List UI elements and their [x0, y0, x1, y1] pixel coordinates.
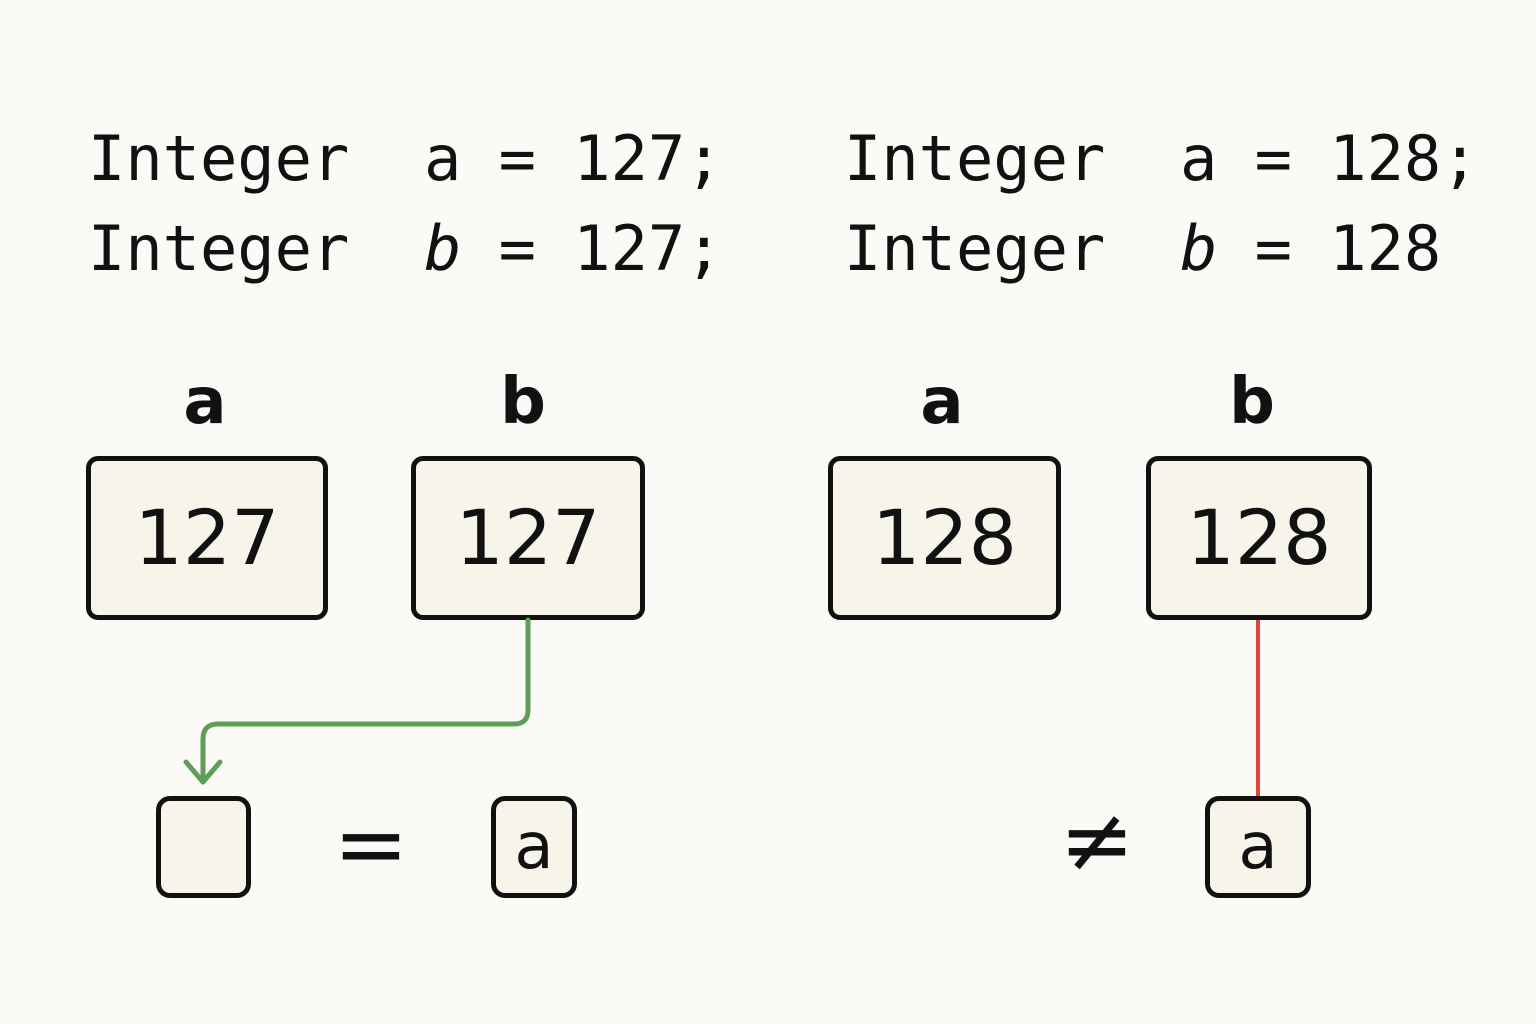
left-code-line-b-value: 127; — [573, 212, 723, 285]
left-code-line-b: Integer b = 127; — [88, 218, 723, 280]
left-code-line-a-value: 127; — [573, 122, 723, 195]
left-result-box-label: a — [514, 810, 554, 884]
right-code-line-a-value: 128; — [1329, 122, 1479, 195]
left-box-a-value: 127 — [134, 493, 280, 582]
left-equals-operator: = — [333, 792, 409, 897]
left-box-b: 127 — [411, 456, 645, 620]
right-label-a: a — [920, 365, 964, 439]
right-code-line-a: Integer a = 128; — [844, 128, 1479, 190]
left-connector-arrowhead — [183, 759, 223, 785]
right-box-b-value: 128 — [1186, 493, 1332, 582]
left-label-b: b — [500, 365, 546, 439]
right-box-a: 128 — [828, 456, 1061, 620]
right-code-line-b-op: = — [1254, 212, 1292, 285]
right-code-line-b: Integer b = 128 — [844, 218, 1441, 280]
right-label-b: b — [1229, 365, 1275, 439]
right-box-a-value: 128 — [871, 493, 1018, 582]
left-code-line-a: Integer a = 127; — [88, 128, 723, 190]
left-code-line-b-keyword: Integer — [88, 212, 350, 285]
left-result-box: a — [491, 796, 577, 898]
left-box-a: 127 — [86, 456, 328, 620]
right-code-line-a-var: a — [1179, 122, 1218, 195]
right-result-box-label: a — [1238, 810, 1278, 884]
left-connector-arrow — [200, 617, 531, 785]
right-code-line-a-op: = — [1254, 122, 1292, 195]
right-not-equals-operator: ≠ — [1059, 788, 1135, 893]
right-code-line-b-value: 128 — [1329, 212, 1442, 285]
left-label-a: a — [183, 365, 227, 439]
left-code-line-a-var: a — [423, 122, 462, 195]
left-code-line-b-var: b — [423, 212, 462, 285]
left-box-b-value: 127 — [455, 493, 601, 582]
right-code-line-b-keyword: Integer — [844, 212, 1106, 285]
right-result-box: a — [1205, 796, 1311, 898]
right-code-line-a-keyword: Integer — [844, 122, 1106, 195]
left-code-line-b-op: = — [498, 212, 536, 285]
left-empty-box — [156, 796, 251, 898]
right-code-line-b-var: b — [1179, 212, 1218, 285]
right-box-b: 128 — [1146, 456, 1372, 620]
left-code-line-a-op: = — [498, 122, 536, 195]
left-code-line-a-keyword: Integer — [88, 122, 350, 195]
